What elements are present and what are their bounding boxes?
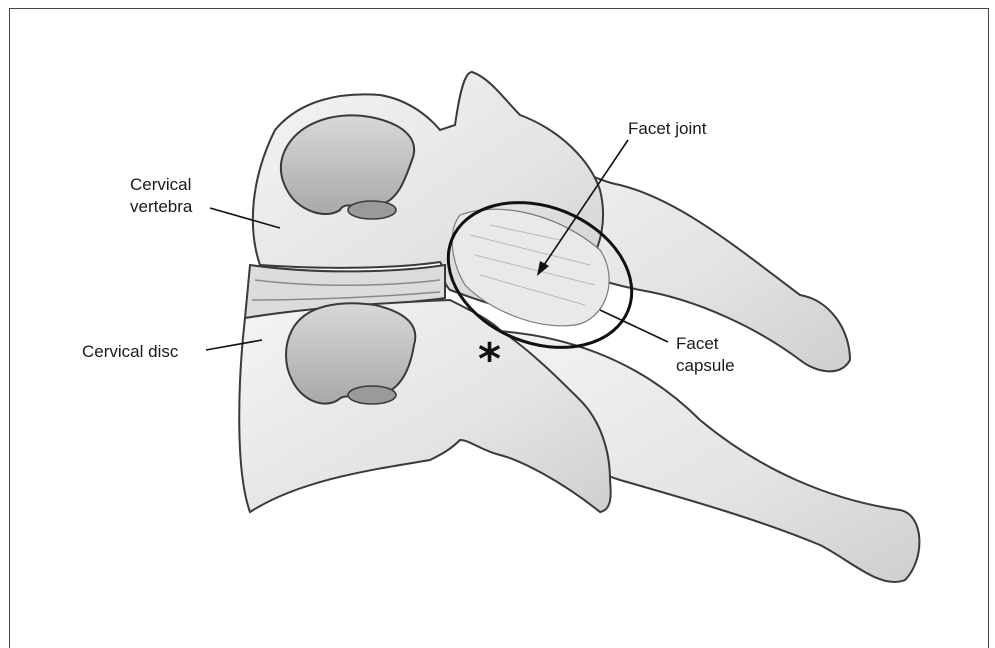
cervical-vertebra-label-line1: Cervical bbox=[130, 174, 191, 195]
facet-capsule-label-line1: Facet bbox=[676, 333, 719, 354]
facet-joint-label: Facet joint bbox=[628, 118, 706, 139]
facet-capsule-leader bbox=[600, 310, 668, 342]
lower-vertebral-body bbox=[239, 300, 610, 512]
cervical-vertebra-label-line2: vertebra bbox=[130, 196, 192, 217]
facet-capsule-label-line2: capsule bbox=[676, 355, 735, 376]
asterisk-marker: * bbox=[478, 338, 501, 382]
cervical-disc-label: Cervical disc bbox=[82, 341, 178, 362]
